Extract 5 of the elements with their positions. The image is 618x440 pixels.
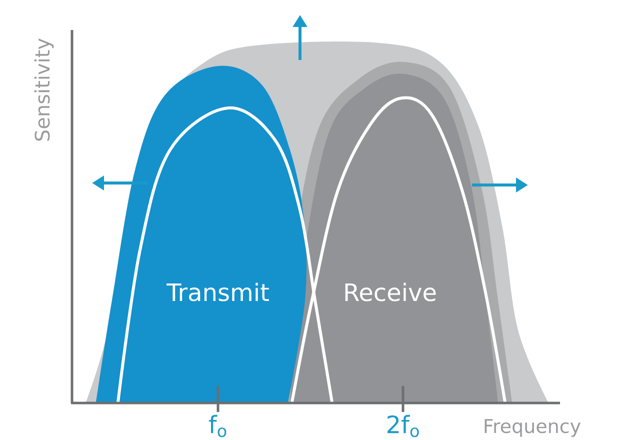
tick-label: f$_{o}$ [208, 414, 226, 438]
axis-title: Frequency [484, 419, 581, 437]
axis-title: Sensitivity [34, 38, 54, 141]
transmit-area: Transmit [96, 66, 307, 402]
receive-area: Receive [278, 62, 512, 402]
